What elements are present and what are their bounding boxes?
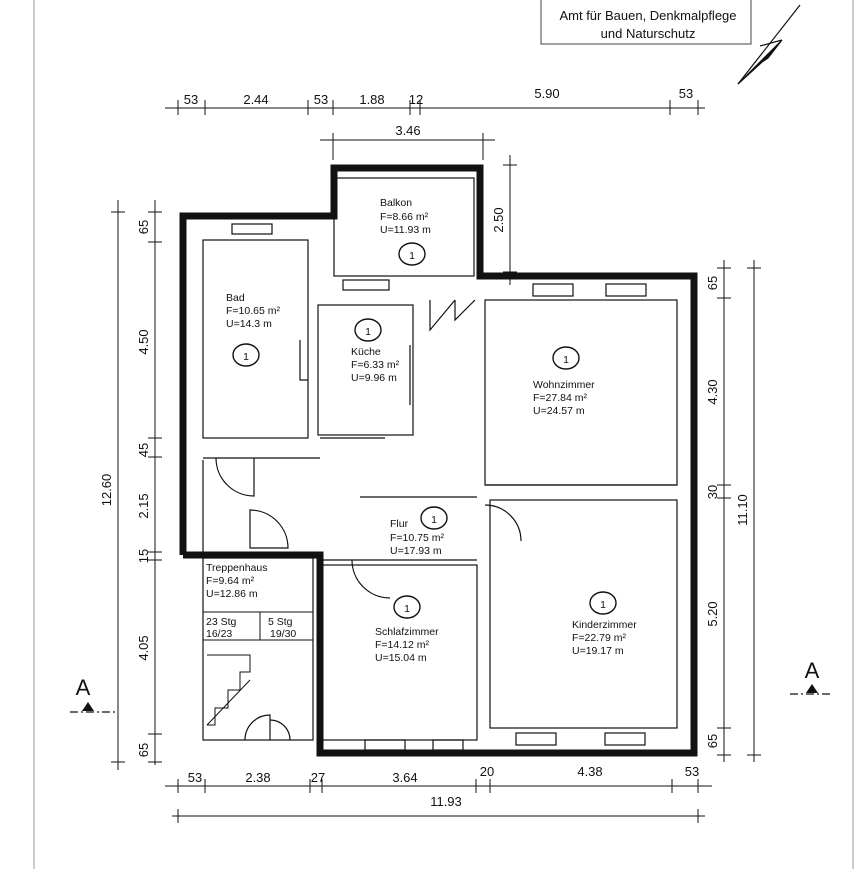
room-kinderzimmer: 1 Kinderzimmer F=22.79 m² U=19.17 m (572, 591, 637, 657)
dim-balkon-width: 3.46 (395, 123, 420, 138)
dim-left-6: 4.05 (136, 635, 151, 660)
room-perimeter: U=14.3 m (226, 318, 272, 330)
room-area: F=8.66 m² (380, 211, 429, 223)
room-name: Wohnzimmer (533, 379, 595, 391)
stairs-a-ratio: 16/23 (206, 628, 232, 640)
room-area: F=14.12 m² (375, 639, 429, 651)
dim-right-3: 30 (705, 485, 720, 499)
room-bad: Bad F=10.65 m² U=14.3 m 1 (226, 292, 280, 367)
room-kueche: 1 Küche F=6.33 m² U=9.96 m (351, 318, 400, 384)
room-name: Küche (351, 346, 381, 358)
room-balkon: Balkon F=8.66 m² U=11.93 m 1 (380, 197, 431, 266)
room-schlafzimmer: 1 Schlafzimmer F=14.12 m² U=15.04 m (375, 595, 439, 664)
room-area: F=27.84 m² (533, 392, 587, 404)
room-perimeter: U=15.04 m (375, 652, 427, 664)
room-mark: 1 (431, 514, 437, 526)
room-name: Treppenhaus (206, 562, 268, 574)
room-name: Balkon (380, 197, 412, 209)
dim-right-total: 11.10 (735, 494, 750, 526)
room-name: Kinderzimmer (572, 619, 637, 631)
room-name: Bad (226, 292, 245, 304)
dim-right-2: 4.30 (705, 379, 720, 404)
dim-top-3: 53 (314, 92, 328, 107)
dim-bottom-3: 27 (311, 770, 325, 785)
dim-left-7: 65 (136, 743, 151, 757)
dim-bottom-4: 3.64 (392, 770, 417, 785)
room-perimeter: U=12.86 m (206, 588, 258, 600)
room-area: F=10.75 m² (390, 532, 444, 544)
north-arrow-icon (737, 4, 801, 85)
room-perimeter: U=11.93 m (380, 224, 431, 236)
stairs-b-steps: 5 Stg (268, 616, 293, 628)
room-flur: Flur 1 F=10.75 m² U=17.93 m (390, 506, 448, 557)
room-perimeter: U=9.96 m (351, 372, 397, 384)
dim-left-5: 15 (136, 549, 151, 563)
section-arrow-left-icon (82, 702, 94, 711)
dim-bottom-2: 2.38 (245, 770, 270, 785)
dim-right-5: 65 (705, 734, 720, 748)
dim-bottom-6: 4.38 (577, 764, 602, 779)
dim-left-1: 65 (136, 220, 151, 234)
room-mark: 1 (404, 603, 410, 615)
dim-right-4: 5.20 (705, 601, 720, 626)
dim-left-3: 45 (136, 443, 151, 457)
stairs-a-steps: 23 Stg (206, 616, 237, 628)
dim-top-2: 2.44 (243, 92, 268, 107)
room-treppenhaus: Treppenhaus F=9.64 m² U=12.86 m 23 Stg 1… (206, 562, 296, 640)
section-label-right: A (805, 658, 820, 683)
room-area: F=10.65 m² (226, 305, 280, 317)
dim-balkon-depth: 2.50 (491, 207, 506, 232)
section-label-left: A (76, 675, 91, 700)
section-marker-right: A (790, 658, 830, 695)
dim-top-5: 12 (409, 92, 423, 107)
section-marker-left: A (70, 675, 115, 713)
staircase (203, 611, 313, 726)
stamp-line-1: Amt für Bauen, Denkmalpflege (559, 8, 736, 23)
room-mark: 1 (600, 599, 606, 611)
authority-stamp: Amt für Bauen, Denkmalpflege und Natursc… (540, 0, 752, 45)
dim-right-1: 65 (705, 276, 720, 290)
room-perimeter: U=19.17 m (572, 645, 624, 657)
room-area: F=9.64 m² (206, 575, 255, 587)
dim-bottom-5: 20 (480, 764, 494, 779)
room-perimeter: U=24.57 m (533, 405, 585, 417)
section-arrow-right-icon (806, 684, 818, 693)
dim-left-total: 12.60 (99, 474, 114, 507)
room-name: Flur (390, 518, 409, 530)
dim-bottom-7: 53 (685, 764, 699, 779)
stamp-line-2: und Naturschutz (601, 26, 696, 41)
dim-top-7: 53 (679, 86, 693, 101)
dim-top-6: 5.90 (534, 86, 559, 101)
dim-left-2: 4.50 (136, 329, 151, 354)
room-mark: 1 (409, 250, 415, 262)
inner-walls (202, 177, 678, 751)
room-wohnzimmer: 1 Wohnzimmer F=27.84 m² U=24.57 m (533, 346, 595, 417)
room-name: Schlafzimmer (375, 626, 439, 638)
dim-bottom-total: 11.93 (430, 794, 462, 809)
room-mark: 1 (563, 354, 569, 366)
room-mark: 1 (365, 326, 371, 338)
room-perimeter: U=17.93 m (390, 545, 442, 557)
dim-top-1: 53 (184, 92, 198, 107)
outer-walls (179, 164, 698, 757)
room-area: F=6.33 m² (351, 359, 400, 371)
stairs-b-ratio: 19/30 (270, 628, 296, 640)
dimension-lines (111, 100, 761, 823)
room-area: F=22.79 m² (572, 632, 626, 644)
dim-bottom-1: 53 (188, 770, 202, 785)
dim-top-4: 1.88 (359, 92, 384, 107)
room-mark: 1 (243, 351, 249, 363)
dim-left-4: 2.15 (136, 493, 151, 518)
